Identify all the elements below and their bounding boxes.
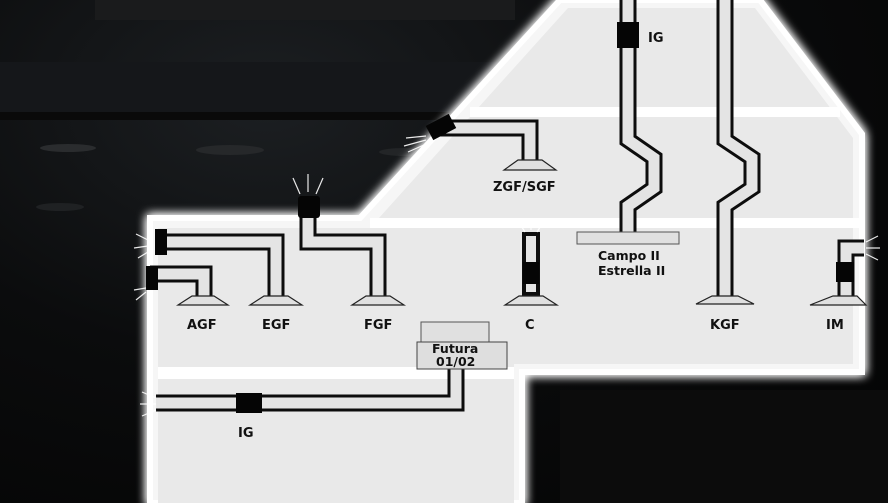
air-vent-icon <box>133 135 880 417</box>
fan-motor-icon <box>617 22 639 48</box>
futura-unit <box>416 341 508 370</box>
range-hood-icon <box>809 295 868 306</box>
label-futura-model: 01/02 <box>436 354 475 369</box>
label-futura: Futura <box>432 341 478 356</box>
label-ig-top: IG <box>648 31 664 46</box>
label-c: C <box>525 318 535 333</box>
fan-motor-icon <box>836 262 854 282</box>
im-system <box>809 239 868 306</box>
label-ig-bottom: IG <box>238 426 254 441</box>
range-hood-icon <box>502 295 560 306</box>
ig-bottom-system <box>156 362 465 413</box>
range-hood-icon <box>695 295 755 305</box>
agf-system <box>146 265 231 306</box>
label-zgf-sgf: ZGF/SGF <box>493 180 556 195</box>
egf-system <box>155 229 305 306</box>
label-kgf: KGF <box>710 318 740 333</box>
fan-motor-icon <box>146 266 158 290</box>
range-hood-icon <box>349 295 407 306</box>
ceiling-panel-icon <box>576 231 680 245</box>
fan-motor-icon <box>155 229 167 255</box>
label-campo: Campo II <box>598 248 660 263</box>
kgf-system <box>695 0 761 305</box>
label-agf: AGF <box>187 318 217 333</box>
label-im: IM <box>826 318 844 333</box>
ig-top-system <box>617 0 663 232</box>
fan-motor-icon <box>425 113 457 141</box>
label-estrella: Estrella II <box>598 263 665 278</box>
fan-motor-icon <box>298 196 320 218</box>
range-hood-icon <box>502 159 558 171</box>
range-hood-icon <box>247 295 305 306</box>
range-hood-icon <box>175 295 231 306</box>
ceiling-panel-icon <box>420 321 490 343</box>
fan-motor-icon <box>236 393 262 413</box>
label-egf: EGF <box>262 318 290 333</box>
c-system <box>502 232 560 306</box>
fgf-system <box>298 196 407 306</box>
zgf-sgf-system <box>425 113 558 171</box>
fan-motor-icon <box>523 262 539 284</box>
label-fgf: FGF <box>364 318 392 333</box>
